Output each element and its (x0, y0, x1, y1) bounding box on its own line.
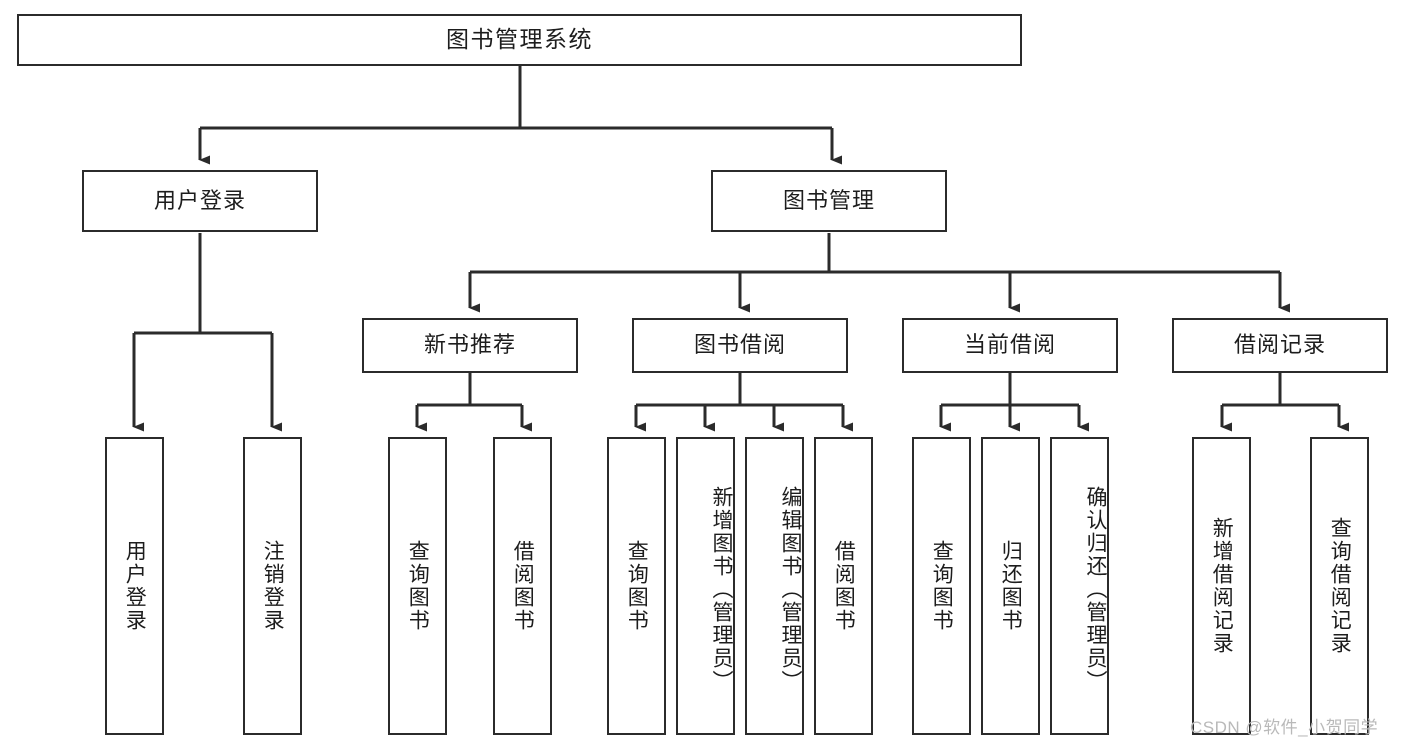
node-label: 借阅记录 (1233, 332, 1326, 358)
node-label: 图书管理系统 (446, 26, 593, 53)
node-label: 借阅图书 (832, 540, 856, 632)
leaf-borrow-record-add[interactable]: 新增借阅记录 (1192, 437, 1251, 735)
csdn-watermark: CSDN @软件_小贺同学 (1190, 718, 1379, 737)
node-label: 图书借阅 (693, 332, 786, 358)
node-label: 查询图书 (406, 540, 430, 632)
leaf-book-borrow-query[interactable]: 查询图书 (607, 437, 666, 735)
node-label: 新书推荐 (423, 332, 516, 358)
leaf-user-login-login[interactable]: 用户登录 (105, 437, 164, 735)
node-label: 查询借阅记录 (1328, 517, 1352, 655)
node-label: 确认归还（管理员） (1084, 485, 1107, 693)
leaf-book-borrow-add[interactable]: 新增图书（管理员） (676, 437, 735, 735)
node-label: 借阅图书 (511, 540, 535, 632)
node-label: 用户登录 (123, 540, 147, 632)
node-label: 查询图书 (930, 540, 954, 632)
node-label: 注销登录 (261, 540, 285, 632)
leaf-current-borrow-return[interactable]: 归还图书 (981, 437, 1040, 735)
leaf-new-book-query[interactable]: 查询图书 (388, 437, 447, 735)
node-label: 新增图书（管理员） (710, 485, 733, 693)
leaf-current-borrow-query[interactable]: 查询图书 (912, 437, 971, 735)
node-label: 查询图书 (625, 540, 649, 632)
node-label: 编辑图书（管理员） (779, 485, 802, 693)
node-label: 归还图书 (999, 540, 1023, 632)
node-label: 用户登录 (153, 187, 246, 213)
node-root-library-system[interactable]: 图书管理系统 (17, 14, 1022, 66)
node-current-borrow[interactable]: 当前借阅 (902, 318, 1118, 373)
leaf-user-login-logout[interactable]: 注销登录 (243, 437, 302, 735)
node-user-login[interactable]: 用户登录 (82, 170, 318, 232)
node-new-book-recommend[interactable]: 新书推荐 (362, 318, 578, 373)
node-book-management[interactable]: 图书管理 (711, 170, 947, 232)
node-book-borrow[interactable]: 图书借阅 (632, 318, 848, 373)
leaf-book-borrow-borrow[interactable]: 借阅图书 (814, 437, 873, 735)
node-borrow-record[interactable]: 借阅记录 (1172, 318, 1388, 373)
leaf-book-borrow-edit[interactable]: 编辑图书（管理员） (745, 437, 804, 735)
node-label: 新增借阅记录 (1210, 517, 1234, 655)
node-label: 当前借阅 (963, 332, 1056, 358)
leaf-borrow-record-query[interactable]: 查询借阅记录 (1310, 437, 1369, 735)
leaf-new-book-borrow[interactable]: 借阅图书 (493, 437, 552, 735)
node-label: 图书管理 (782, 187, 875, 213)
leaf-current-borrow-confirm-return[interactable]: 确认归还（管理员） (1050, 437, 1109, 735)
